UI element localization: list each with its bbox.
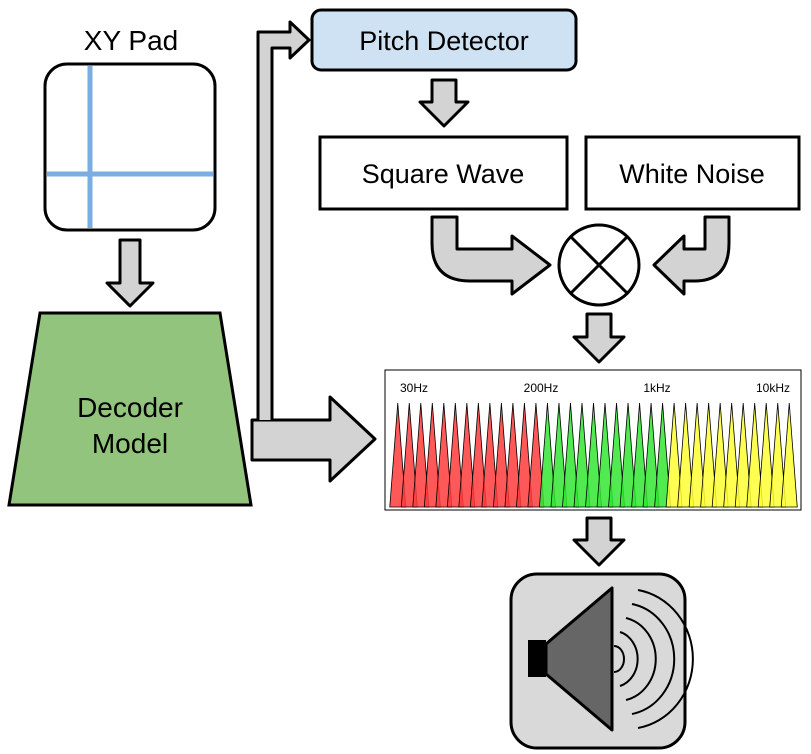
filter-bank: 30Hz 200Hz 1kHz 10kHz [384,369,802,511]
arrow-square-to-mixer [430,215,552,296]
xy-pad[interactable] [43,62,217,232]
filter-triangle [596,402,614,508]
filter-triangle [734,402,752,508]
filter-triangle [677,402,695,508]
square-wave-label: Square Wave [362,159,525,189]
freq-label-200hz: 200Hz [524,381,559,395]
filter-triangle [550,402,568,508]
filter-triangle [757,402,775,508]
filter-triangle [780,402,798,508]
filter-triangle [608,402,625,508]
multiply-circle-icon [557,223,641,307]
filter-triangle [446,402,464,508]
arrow-decoder-to-pitch [256,20,311,420]
filter-triangle [573,402,591,508]
pitch-detector-box: Pitch Detector [310,8,578,72]
arrow-xy-to-decoder [105,238,155,308]
arrow-mixer-to-filter [572,312,626,364]
white-noise-label: White Noise [619,159,765,189]
filter-triangle [469,402,487,508]
filter-triangle [746,402,764,508]
filter-triangle [539,402,556,508]
decoder-label-line2: Model [92,428,168,459]
filter-triangle [435,402,453,508]
filter-triangle [389,402,407,508]
square-wave-box: Square Wave [318,135,569,211]
arrow-pitch-to-square [418,78,470,128]
filter-triangle [711,402,729,508]
filter-triangle [631,402,648,508]
filter-triangle [527,402,545,508]
filter-triangle [585,402,602,508]
pitch-detector-label: Pitch Detector [359,26,529,56]
filter-triangle [688,402,706,508]
filter-triangle [492,402,510,508]
filter-triangle [515,402,533,508]
freq-label-1khz: 1kHz [643,381,670,395]
arrow-noise-to-mixer [652,215,731,296]
xy-pad-label: XY Pad [84,25,178,56]
filter-triangle [723,402,741,508]
filter-triangle [504,402,522,508]
decoder-label-line1: Decoder [77,392,183,423]
filter-triangle [423,402,441,508]
filter-triangle [769,402,787,508]
filter-triangle [481,402,499,508]
filter-triangle [665,402,683,508]
freq-label-10khz: 10kHz [756,381,790,395]
filter-triangle [642,402,660,508]
arrow-filter-to-speaker [572,516,626,567]
freq-label-30hz: 30Hz [400,381,428,395]
speaker-icon[interactable] [509,572,694,750]
filter-bands [389,402,798,508]
white-noise-box: White Noise [584,135,801,211]
filter-triangle [400,402,418,508]
filter-triangle [562,402,579,508]
filter-triangle [654,402,672,508]
filter-triangle [412,402,430,508]
arrow-decoder-to-filter [250,395,377,483]
filter-triangle [700,402,718,508]
filter-triangle [458,402,476,508]
filter-triangle [619,402,637,508]
decoder-model: Decoder Model [7,311,253,507]
